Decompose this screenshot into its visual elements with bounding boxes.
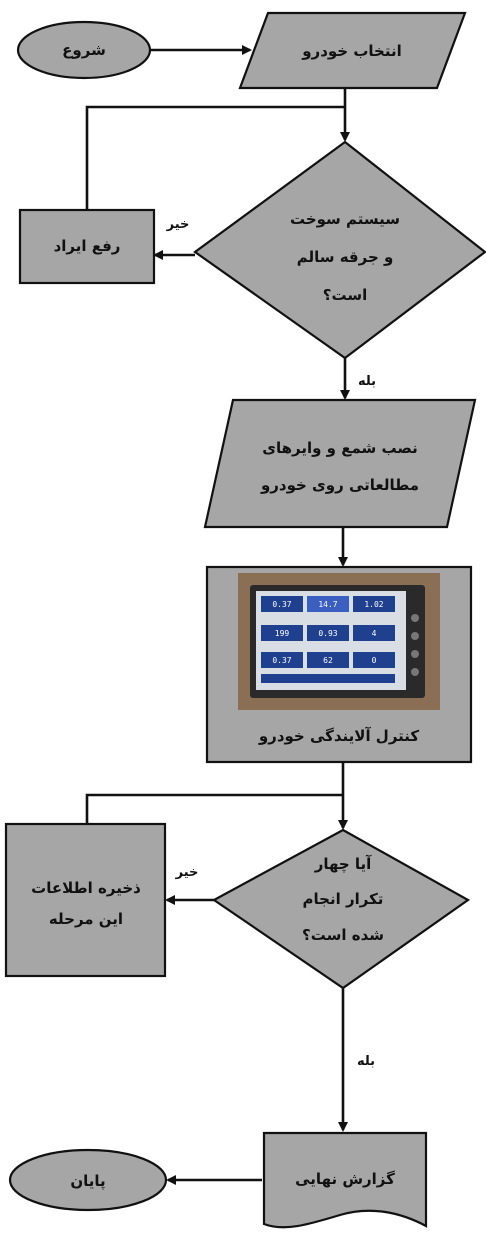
repeat-check-line-2: تکرار انجام — [303, 890, 384, 908]
analyzer-cell: 0 — [372, 656, 377, 665]
check-system-line-1: سیستم سوخت — [290, 210, 400, 228]
edge-fix-loop-back — [85, 105, 345, 210]
gas-analyzer-photo: 0.37 14.7 1.02 199 0.93 4 0.37 62 0 — [238, 573, 440, 710]
check-system-decision: سیستم سوخت و جرقه سالم است؟ — [193, 140, 486, 360]
end-terminal: پایان — [8, 1148, 168, 1212]
edge-label-no-1: خیر — [166, 217, 190, 232]
save-data-node: ذخیره اطلاعات این مرحله — [4, 822, 167, 978]
analyzer-cell: 0.37 — [272, 656, 291, 665]
analyzer-cell: 199 — [275, 629, 290, 638]
fix-defect-label: رفع ایراد — [54, 237, 121, 255]
analyzer-cell: 0.93 — [318, 629, 337, 638]
install-sensors-node: نصب شمع و وایرهای مطالعاتی روی خودرو — [203, 398, 477, 529]
emission-control-label: کنترل آلایندگی خودرو — [258, 727, 420, 745]
start-label: شروع — [62, 41, 106, 59]
analyzer-cell: 0.37 — [272, 600, 291, 609]
select-vehicle-label: انتخاب خودرو — [301, 42, 402, 60]
edges — [85, 45, 350, 1185]
final-report-node: گزارش نهایی — [262, 1131, 428, 1229]
edge-save-loop-back — [85, 793, 343, 824]
check-system-line-3: است؟ — [323, 286, 367, 304]
check-system-line-2: و جرقه سالم — [297, 248, 394, 266]
edge-label-no-2: خیر — [175, 865, 199, 880]
fix-defect-node: رفع ایراد — [18, 208, 156, 285]
final-report-label: گزارش نهایی — [295, 1170, 395, 1188]
analyzer-cell: 62 — [323, 656, 333, 665]
save-data-line-2: این مرحله — [49, 910, 123, 928]
edge-label-yes-1: بله — [358, 374, 376, 389]
repeat-check-line-3: شده است؟ — [302, 926, 384, 944]
analyzer-cell: 4 — [372, 629, 377, 638]
emission-control-node: 0.37 14.7 1.02 199 0.93 4 0.37 62 0 کنتر… — [205, 565, 473, 764]
analyzer-cell: 1.02 — [364, 600, 383, 609]
end-label: پایان — [70, 1172, 105, 1191]
install-sensors-line-1: نصب شمع و وایرهای — [262, 439, 418, 457]
repeat-check-decision: آیا چهار تکرار انجام شده است؟ — [211, 828, 471, 990]
select-vehicle-node: انتخاب خودرو — [238, 11, 467, 90]
save-data-line-1: ذخیره اطلاعات — [31, 879, 141, 897]
analyzer-cell: 14.7 — [318, 600, 337, 609]
start-terminal: شروع — [16, 20, 152, 80]
edge-label-yes-2: بله — [357, 1054, 375, 1069]
repeat-check-line-1: آیا چهار — [314, 855, 372, 874]
install-sensors-line-2: مطالعاتی روی خودرو — [260, 476, 419, 494]
